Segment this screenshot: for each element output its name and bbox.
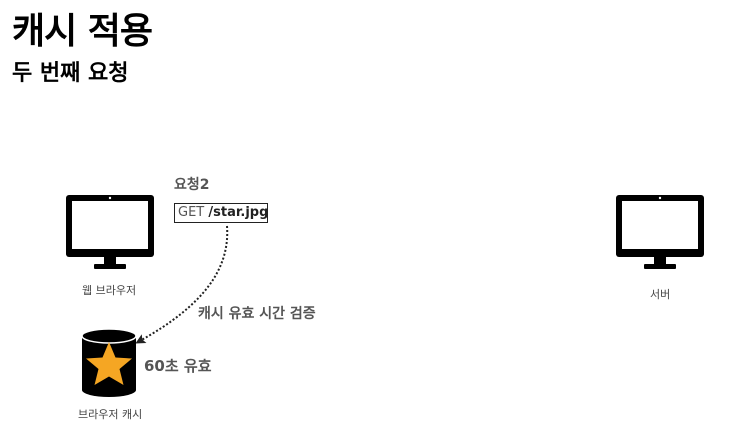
request-label: 요청2: [174, 177, 210, 193]
request-box: GET /star.jpg: [174, 203, 268, 223]
star-icon: [86, 342, 132, 385]
page-title: 캐시 적용: [12, 11, 153, 52]
server-label: 서버: [650, 288, 671, 301]
browser-cache-icon: [81, 328, 137, 397]
cache-validity-label: 60초 유효: [144, 357, 212, 375]
server-monitor-icon: [616, 195, 704, 269]
cache-label: 브라우저 캐시: [78, 408, 143, 421]
arrow-label: 캐시 유효 시간 검증: [198, 306, 316, 322]
browser-monitor-icon: [66, 195, 154, 269]
page-subtitle: 두 번째 요청: [12, 61, 129, 86]
request-path: /star.jpg: [208, 205, 269, 220]
client-label: 웹 브라우저: [82, 284, 137, 297]
request-method: GET: [178, 205, 209, 220]
